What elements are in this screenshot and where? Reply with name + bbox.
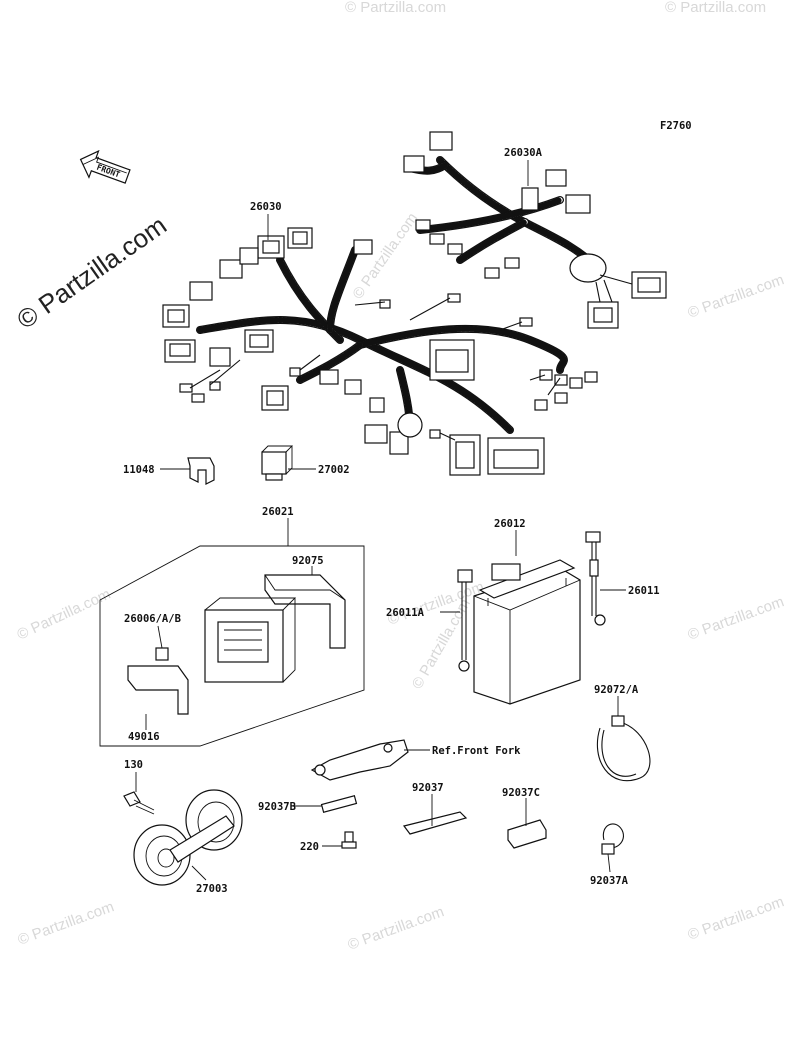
label-11048: 11048 xyxy=(123,464,155,476)
front-arrow-icon: FRONT xyxy=(79,149,131,184)
label-92037a: 92037A xyxy=(590,875,629,887)
figure-code: F2760 xyxy=(660,120,692,132)
label-26012: 26012 xyxy=(494,518,526,530)
strap-92072 xyxy=(596,715,651,782)
horn-27003 xyxy=(133,789,243,886)
clamp-92037c xyxy=(507,819,547,849)
watermark-tile: © Partzilla.com xyxy=(345,0,446,16)
label-49016: 49016 xyxy=(128,731,160,743)
battery-26012 xyxy=(473,559,581,705)
part-labels: 26030A 26030 11048 27002 26021 92075 260… xyxy=(123,147,660,895)
label-26030: 26030 xyxy=(250,201,282,213)
watermark-tiles: © Partzilla.com © Partzilla.com © Partzi… xyxy=(15,0,787,954)
sub-harness-26030a xyxy=(403,131,667,329)
battery-cable-26011a xyxy=(457,569,473,672)
label-92037b: 92037B xyxy=(258,801,296,813)
screw-220 xyxy=(341,831,357,849)
label-220: 220 xyxy=(300,841,319,853)
clamp-92037b xyxy=(320,795,358,813)
label-26021: 26021 xyxy=(262,506,294,518)
label-26030a: 26030A xyxy=(504,147,543,159)
battery-cable-26011 xyxy=(585,531,606,626)
bolt-130 xyxy=(123,791,155,815)
watermark-tile: © Partzilla.com xyxy=(346,903,447,954)
watermark-tile: © Partzilla.com xyxy=(349,210,421,303)
front-fork-bracket xyxy=(310,739,409,781)
label-92037: 92037 xyxy=(412,782,444,794)
label-92072: 92072/A xyxy=(594,684,639,696)
clamp-92037 xyxy=(402,811,468,835)
watermark-tile: © Partzilla.com xyxy=(16,898,117,949)
junction-box-group xyxy=(99,545,365,747)
clamp-92037a xyxy=(601,823,624,855)
watermark-tile: © Partzilla.com xyxy=(15,586,114,644)
label-92075: 92075 xyxy=(292,555,324,567)
part-27002 xyxy=(261,445,294,481)
main-harness-26030 xyxy=(162,227,598,476)
label-26006: 26006/A/B xyxy=(124,613,181,625)
leader-lines xyxy=(135,160,626,881)
watermark-main: © Partzilla.com xyxy=(11,210,172,335)
label-27003: 27003 xyxy=(196,883,228,895)
watermark-tile: © Partzilla.com xyxy=(686,271,787,322)
label-26011a: 26011A xyxy=(386,607,425,619)
part-11048 xyxy=(187,457,215,485)
label-27002: 27002 xyxy=(318,464,350,476)
watermark-tile: © Partzilla.com xyxy=(686,593,787,644)
watermark-tile: © Partzilla.com xyxy=(686,893,787,944)
watermark-tile: © Partzilla.com xyxy=(665,0,766,16)
label-92037c: 92037C xyxy=(502,787,540,799)
label-130: 130 xyxy=(124,759,143,771)
label-26011: 26011 xyxy=(628,585,660,597)
label-ref-front-fork: Ref.Front Fork xyxy=(432,745,521,757)
